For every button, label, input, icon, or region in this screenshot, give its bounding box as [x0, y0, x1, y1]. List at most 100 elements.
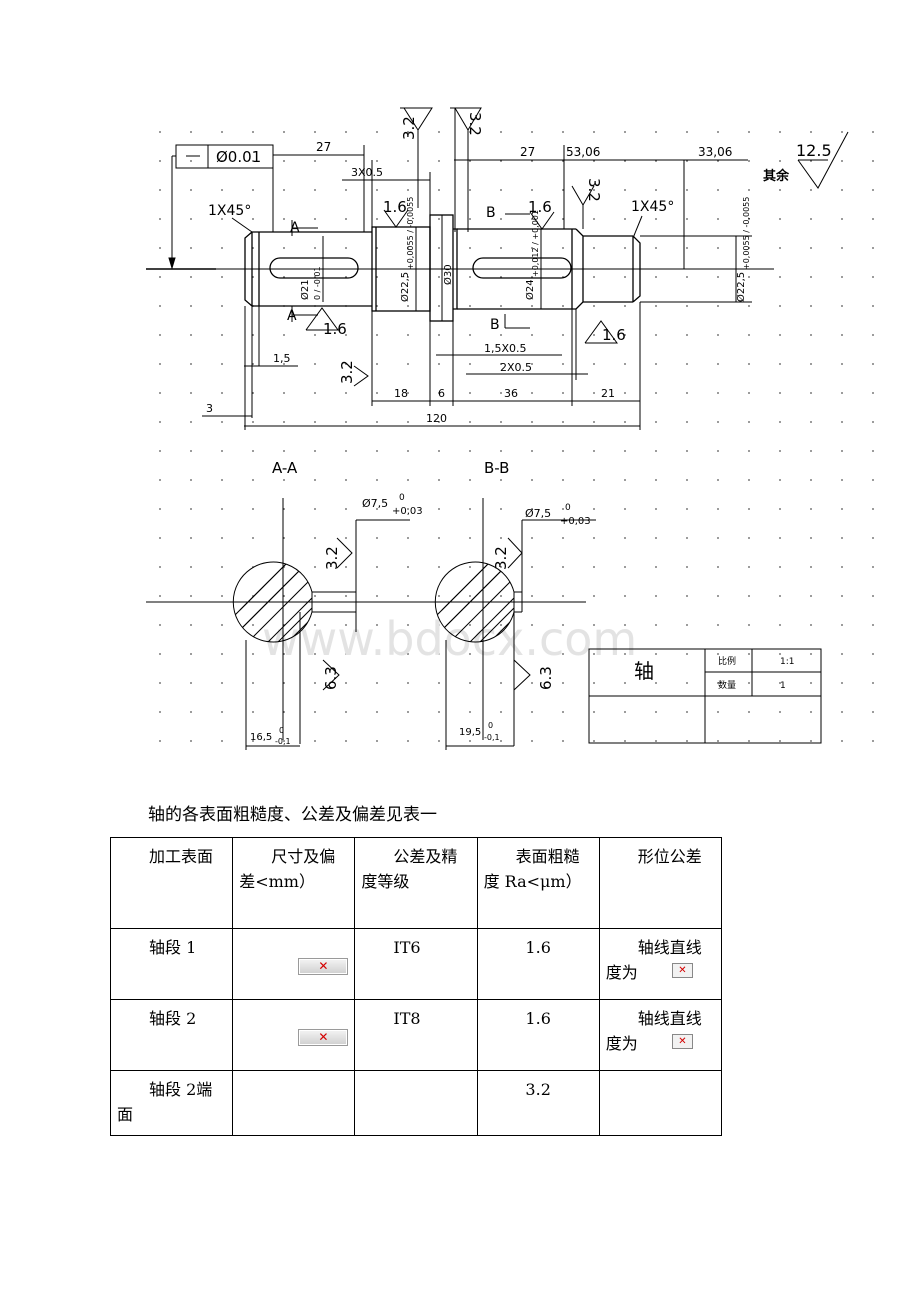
- grid-dots: [159, 131, 874, 742]
- key-b: Ø7,5: [525, 507, 551, 520]
- grid-dot: [407, 363, 409, 365]
- grid-dot: [717, 508, 719, 510]
- grid-dot: [469, 363, 471, 365]
- grid-dot: [407, 624, 409, 626]
- grid-dot: [221, 711, 223, 713]
- grid-dot: [810, 363, 812, 365]
- grid-dot: [779, 711, 781, 713]
- dim-1-5x05: 1,5X0.5: [484, 342, 527, 355]
- roughness-7: 3.2: [338, 360, 356, 384]
- grid-dot: [345, 160, 347, 162]
- grid-dot: [190, 711, 192, 713]
- grid-dot: [252, 131, 254, 133]
- grid-dot: [686, 392, 688, 394]
- dia-22-5-left: Ø22,5: [399, 272, 411, 302]
- header-cell: 尺寸及偏差<mm）: [232, 837, 356, 929]
- grid-dot: [717, 740, 719, 742]
- grid-dot: [159, 392, 161, 394]
- dim-120: 120: [426, 412, 447, 425]
- grid-dot: [562, 595, 564, 597]
- section-a-bottom: A: [287, 308, 297, 324]
- grid-dot: [345, 421, 347, 423]
- hatch-b: [435, 562, 514, 642]
- grid-dot: [686, 653, 688, 655]
- grid-dot: [469, 160, 471, 162]
- spec-table: 加工表面 尺寸及偏差<mm） 公差及精度等级 表面粗糙度 Ra<μm） 形位公差…: [109, 837, 723, 1136]
- grid-dot: [841, 711, 843, 713]
- grid-dot: [376, 682, 378, 684]
- grid-dot: [810, 624, 812, 626]
- dim-27-right: 27: [520, 145, 535, 159]
- grid-dot: [376, 653, 378, 655]
- grid-dot: [407, 305, 409, 307]
- table-header-row: 加工表面 尺寸及偏差<mm） 公差及精度等级 表面粗糙度 Ra<μm） 形位公差: [109, 837, 723, 929]
- grid-dot: [779, 508, 781, 510]
- grid-dot: [500, 653, 502, 655]
- grid-dot: [221, 624, 223, 626]
- grid-dot: [283, 653, 285, 655]
- grid-dot: [283, 508, 285, 510]
- grid-dot: [500, 711, 502, 713]
- grid-dot: [686, 131, 688, 133]
- grid-dot: [221, 276, 223, 278]
- grid-dot: [376, 218, 378, 220]
- grid-dot: [469, 276, 471, 278]
- grid-dot: [314, 363, 316, 365]
- grid-dot: [872, 537, 874, 539]
- grid-dot: [810, 189, 812, 191]
- grid-dot: [345, 450, 347, 452]
- depth-a: 16,5: [250, 732, 272, 743]
- grid-dot: [345, 595, 347, 597]
- key-b-tol-top: 0: [565, 503, 571, 513]
- grid-dot: [748, 566, 750, 568]
- grid-dot: [562, 740, 564, 742]
- dim-27-left: 27: [316, 140, 331, 154]
- grid-dot: [686, 305, 688, 307]
- grid-dot: [221, 334, 223, 336]
- grid-dot: [810, 595, 812, 597]
- broken-image-icon: ✕: [672, 1034, 693, 1049]
- grid-dot: [283, 740, 285, 742]
- grid-dot: [438, 653, 440, 655]
- grid-dot: [500, 682, 502, 684]
- grid-dot: [810, 392, 812, 394]
- grid-dot: [407, 537, 409, 539]
- title-qty-label: 数量: [718, 679, 736, 691]
- grid-dot: [810, 131, 812, 133]
- grid-dot: [810, 508, 812, 510]
- grid-dot: [717, 711, 719, 713]
- grid-dot: [841, 189, 843, 191]
- grid-dot: [562, 392, 564, 394]
- broken-image-icon: ✕: [672, 963, 693, 978]
- grid-dot: [655, 508, 657, 510]
- grid-dot: [438, 508, 440, 510]
- grid-dot: [438, 189, 440, 191]
- grid-dot: [531, 450, 533, 452]
- grid-dot: [779, 276, 781, 278]
- chamfer-left: 1X45°: [208, 203, 251, 219]
- grid-dot: [841, 682, 843, 684]
- grid-dot: [407, 595, 409, 597]
- roughness-other-label: 其余: [763, 168, 790, 184]
- dim-1-5: 1,5: [273, 352, 291, 365]
- grid-dot: [655, 334, 657, 336]
- grid-dot: [810, 334, 812, 336]
- grid-dot: [841, 160, 843, 162]
- grid-dot: [593, 537, 595, 539]
- grid-dot: [283, 537, 285, 539]
- grid-dot: [810, 682, 812, 684]
- grid-dot: [438, 711, 440, 713]
- grid-dot: [407, 653, 409, 655]
- grid-dot: [686, 711, 688, 713]
- grid-dot: [655, 682, 657, 684]
- grid-dot: [655, 276, 657, 278]
- grid-dot: [314, 218, 316, 220]
- grid-dot: [686, 218, 688, 220]
- grid-dot: [810, 537, 812, 539]
- grid-dot: [438, 305, 440, 307]
- grid-dot: [500, 595, 502, 597]
- grid-dot: [779, 566, 781, 568]
- roughness-4: 1.6: [528, 198, 552, 216]
- grid-dot: [624, 595, 626, 597]
- grid-dot: [190, 537, 192, 539]
